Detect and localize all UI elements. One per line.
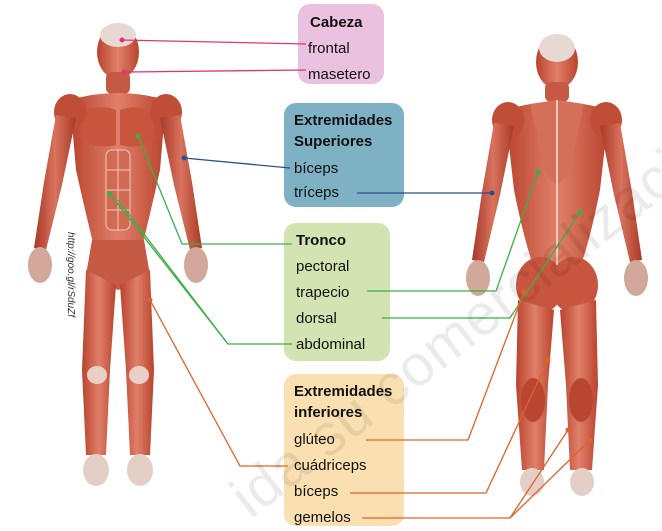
line-gemelos-2 [510,440,590,518]
line-abdominal [110,194,292,344]
line-pectoral [138,136,292,244]
line-frontal [122,40,306,44]
line-gemelos-1 [362,430,568,518]
line-biceps-sup [184,158,290,168]
source-url: http://goo.gl/rSduZf [65,232,76,317]
line-masetero [124,70,306,72]
